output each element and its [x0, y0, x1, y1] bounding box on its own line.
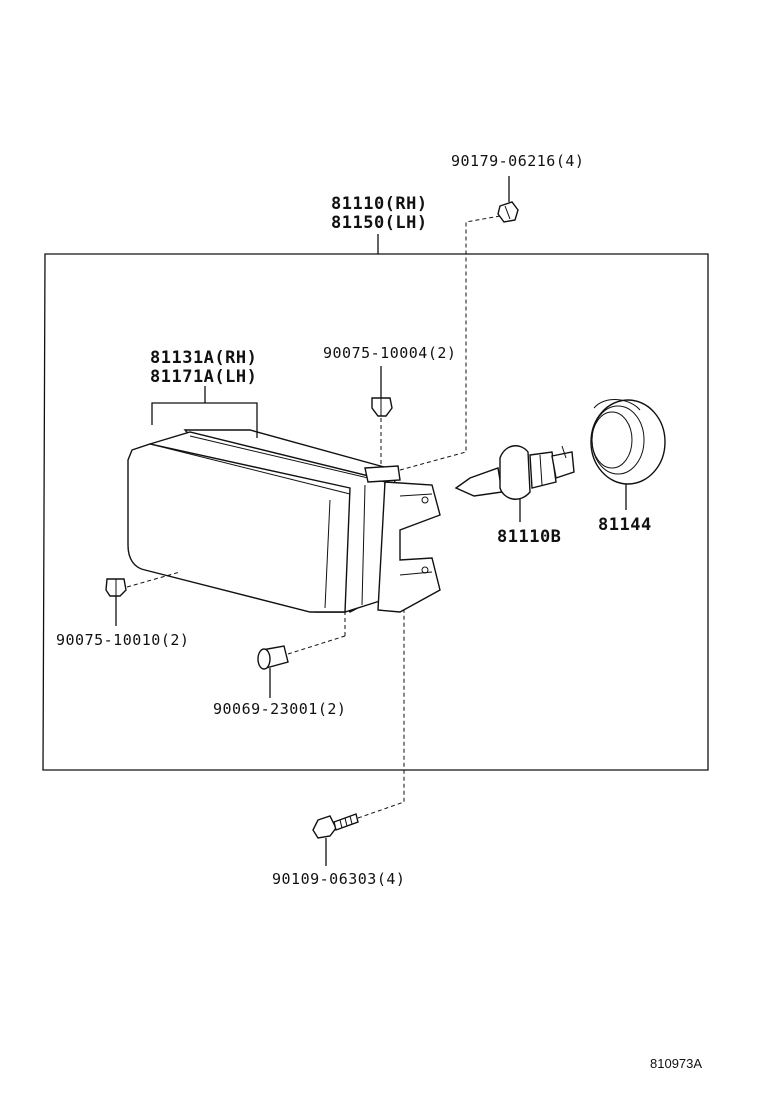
nut-top-icon: [497, 201, 519, 223]
clip-left-part-number: 90075-10010(2): [56, 631, 189, 649]
bulb-part-number: 81110B: [497, 527, 561, 547]
grommet-icon: [257, 645, 289, 670]
diagram-code: 810973A: [650, 1056, 702, 1071]
assembly-part-number-lh: 81150(LH): [331, 213, 428, 233]
bolt-icon: [312, 813, 359, 839]
assembly-part-number-rh: 81110(RH): [331, 194, 428, 214]
socket-cover-part-number: 81144: [598, 515, 652, 535]
clip-left-dashed-path: [126, 571, 181, 588]
clip-top-part-number: 90075-10004(2): [323, 344, 456, 362]
grommet-part-number: 90069-23001(2): [213, 700, 346, 718]
grommet-dashed-path: [287, 635, 346, 655]
lens-part-number-rh: 81131A(RH): [150, 348, 257, 368]
bulb-icon: [454, 445, 575, 500]
nut-top-dashed-path: [399, 215, 501, 471]
clip-left-icon: [105, 578, 127, 597]
bolt-dashed-path: [357, 610, 405, 819]
nut-top-part-number: 90179-06216(4): [451, 152, 584, 170]
lens-part-number-lh: 81171A(LH): [150, 367, 257, 387]
headlamp-housing-icon: [127, 429, 441, 613]
assembly-boundary-box: [42, 253, 709, 771]
clip-top-icon: [371, 397, 393, 417]
bolt-part-number: 90109-06303(4): [272, 870, 405, 888]
socket-cover-icon: [590, 399, 666, 485]
